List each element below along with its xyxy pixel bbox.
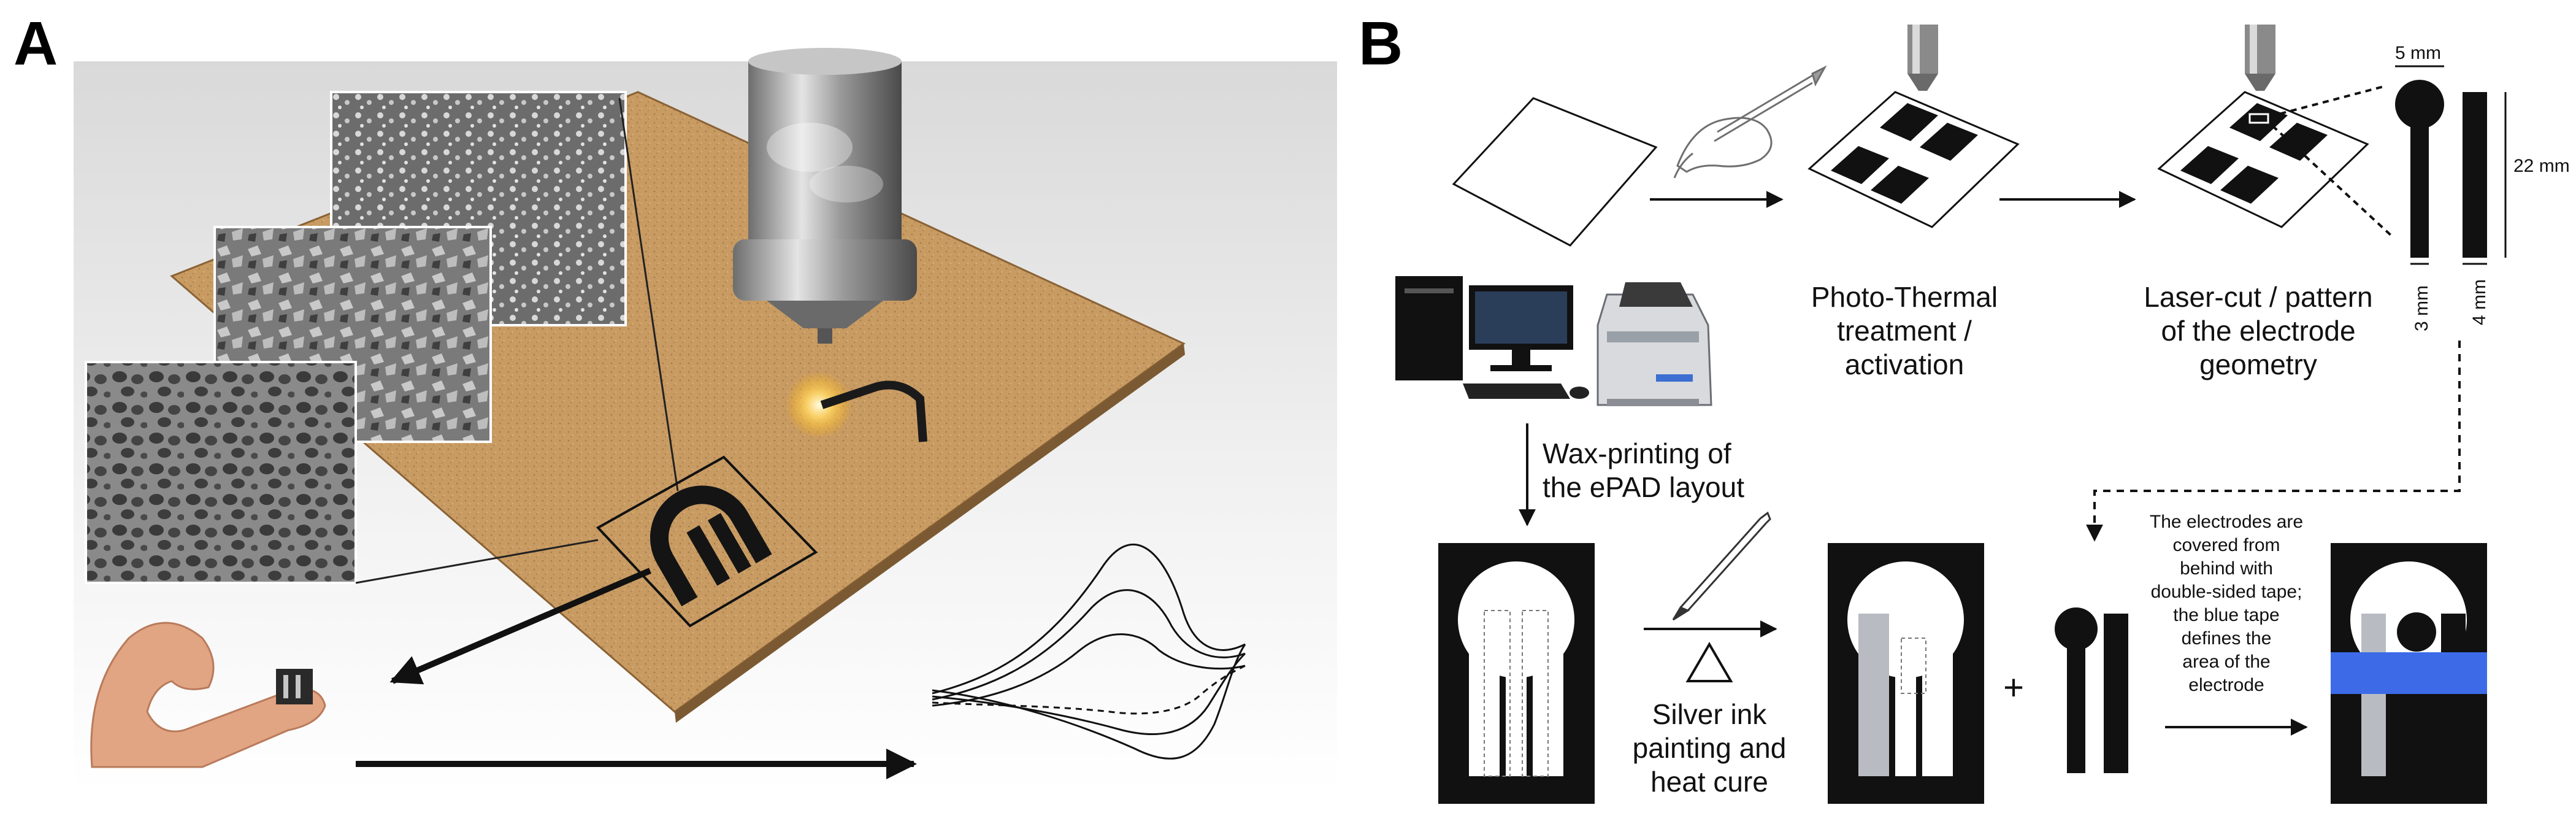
laser-electrode-pattern <box>650 485 772 607</box>
loose-electrodes <box>2055 607 2128 773</box>
panel-label-a: A <box>13 9 58 78</box>
zoom-box <box>596 455 818 628</box>
epad-silver-painted <box>1828 543 1984 804</box>
caption-photo-thermal-1: Photo-Thermal <box>1811 281 1998 313</box>
caption-wax-1: Wax-printing of <box>1543 437 1731 469</box>
caption-laser-cut-3: geometry <box>2199 349 2317 380</box>
laser-trace <box>820 380 927 442</box>
laser-nozzle-1 <box>1907 25 1938 91</box>
epad-wax-layout <box>1438 543 1595 804</box>
epad-final <box>2331 543 2487 804</box>
treated-sheet <box>1807 91 2020 228</box>
tape-note-line: defines the <box>2182 628 2272 649</box>
caption-silver-2: painting and <box>1633 732 1787 764</box>
tape-note-line: covered from <box>2172 535 2280 555</box>
heat-triangle-icon <box>1685 642 1733 682</box>
caption-wax-2: the ePAD layout <box>1543 471 1744 503</box>
dimension-width-left: 3 mm <box>2412 285 2432 331</box>
cyclic-voltammogram <box>932 544 1246 760</box>
lasercut-sheet <box>2157 91 2369 228</box>
sem-image-foam <box>85 361 357 584</box>
dimension-width-right: 4 mm <box>2469 279 2490 325</box>
printer-icon <box>1597 282 1712 406</box>
computer-icon <box>1395 276 1589 399</box>
dashed-connector <box>2086 341 2461 542</box>
cork-sheet-edge <box>675 344 1185 723</box>
caption-silver-1: Silver ink <box>1652 698 1768 730</box>
tape-note-line: area of the <box>2182 652 2270 672</box>
callout-line <box>355 539 599 584</box>
drawing-hand-icon <box>1673 65 1827 179</box>
blank-cork-sheet <box>1452 97 1658 247</box>
tape-note-line: double-sided tape; <box>2151 582 2302 602</box>
caption-laser-cut-1: Laser-cut / pattern <box>2144 281 2372 313</box>
electrode-geometry <box>2395 65 2507 265</box>
hand-holding-electrode <box>90 622 326 768</box>
panel-label-b: B <box>1359 9 1403 78</box>
tape-note-line: behind with <box>2180 558 2273 579</box>
callout-line <box>618 98 679 491</box>
tape-note: The electrodes are covered from behind w… <box>2150 512 2303 695</box>
caption-silver-3: heat cure <box>1650 766 1768 798</box>
caption-laser-cut-2: of the electrode <box>2161 315 2355 347</box>
tape-note-line: The electrodes are <box>2150 512 2303 532</box>
laser-head <box>733 48 917 344</box>
laser-nozzle-2 <box>2245 25 2275 91</box>
tape-note-line: electrode <box>2188 675 2264 695</box>
dimension-width-top: 5 mm <box>2395 43 2441 63</box>
plus-sign: + <box>2003 668 2024 707</box>
caption-photo-thermal-3: activation <box>1845 349 1964 380</box>
zoom-line <box>2271 125 2393 237</box>
panel-a-photo <box>74 48 1337 792</box>
laser-spot-glow <box>785 371 853 439</box>
caption-photo-thermal-2: treatment / <box>1837 315 1972 347</box>
pen-icon <box>1672 511 1771 621</box>
tape-note-line: the blue tape <box>2173 605 2279 625</box>
arrow-to-hand <box>389 568 651 685</box>
dimension-height: 22 mm <box>2513 156 2570 176</box>
zoom-line <box>2269 85 2386 118</box>
